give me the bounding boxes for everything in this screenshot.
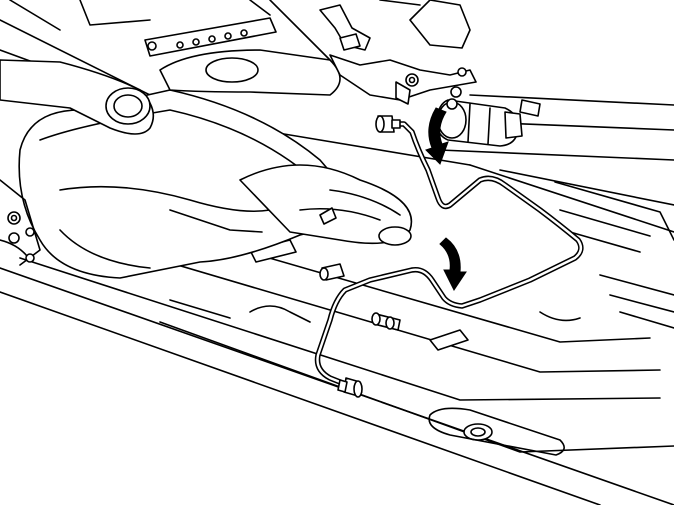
exhaust-muffler: [0, 0, 413, 279]
fuel-line: [314, 115, 584, 398]
mounting-bracket: [319, 0, 477, 105]
fuel-filter: [436, 98, 541, 147]
removal-arrow-lower: [439, 237, 467, 291]
removal-arrow-upper: [425, 107, 449, 165]
